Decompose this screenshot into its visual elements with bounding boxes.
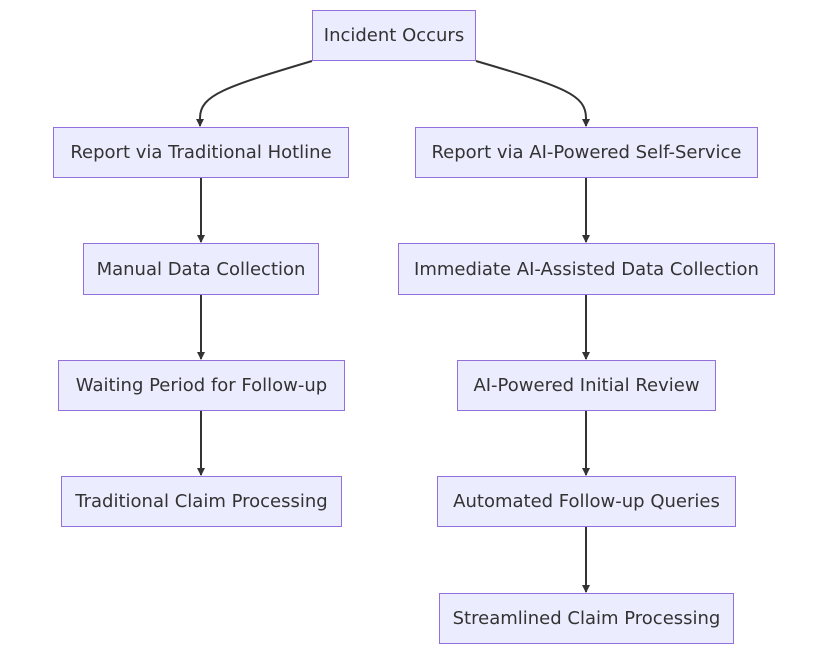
node-streamlined-claim-processing: Streamlined Claim Processing [439,593,734,644]
node-label: Manual Data Collection [96,258,306,280]
node-incident-occurs: Incident Occurs [312,10,476,61]
edge-incident-to-hotline [196,60,313,127]
node-manual-data-collection: Manual Data Collection [83,243,319,295]
node-report-ai-self-service: Report via AI-Powered Self-Service [415,127,758,178]
node-automated-followup-queries: Automated Follow-up Queries [437,476,736,527]
node-label: Incident Occurs [323,25,465,46]
node-traditional-claim-processing: Traditional Claim Processing [61,476,342,527]
node-ai-assisted-data-collection: Immediate AI-Assisted Data Collection [398,243,775,295]
node-label: Streamlined Claim Processing [452,608,721,629]
node-label: Traditional Claim Processing [75,491,328,512]
node-label: Automated Follow-up Queries [453,491,720,512]
edge-incident-to-ai-self-service [475,60,590,127]
node-label: Immediate AI-Assisted Data Collection [414,258,759,280]
node-ai-initial-review: AI-Powered Initial Review [457,360,716,411]
node-label: AI-Powered Initial Review [473,375,700,396]
node-waiting-period: Waiting Period for Follow-up [58,360,345,411]
node-label: Report via AI-Powered Self-Service [431,142,742,163]
node-report-traditional-hotline: Report via Traditional Hotline [53,127,349,178]
node-label: Report via Traditional Hotline [70,142,332,163]
node-label: Waiting Period for Follow-up [75,375,328,396]
